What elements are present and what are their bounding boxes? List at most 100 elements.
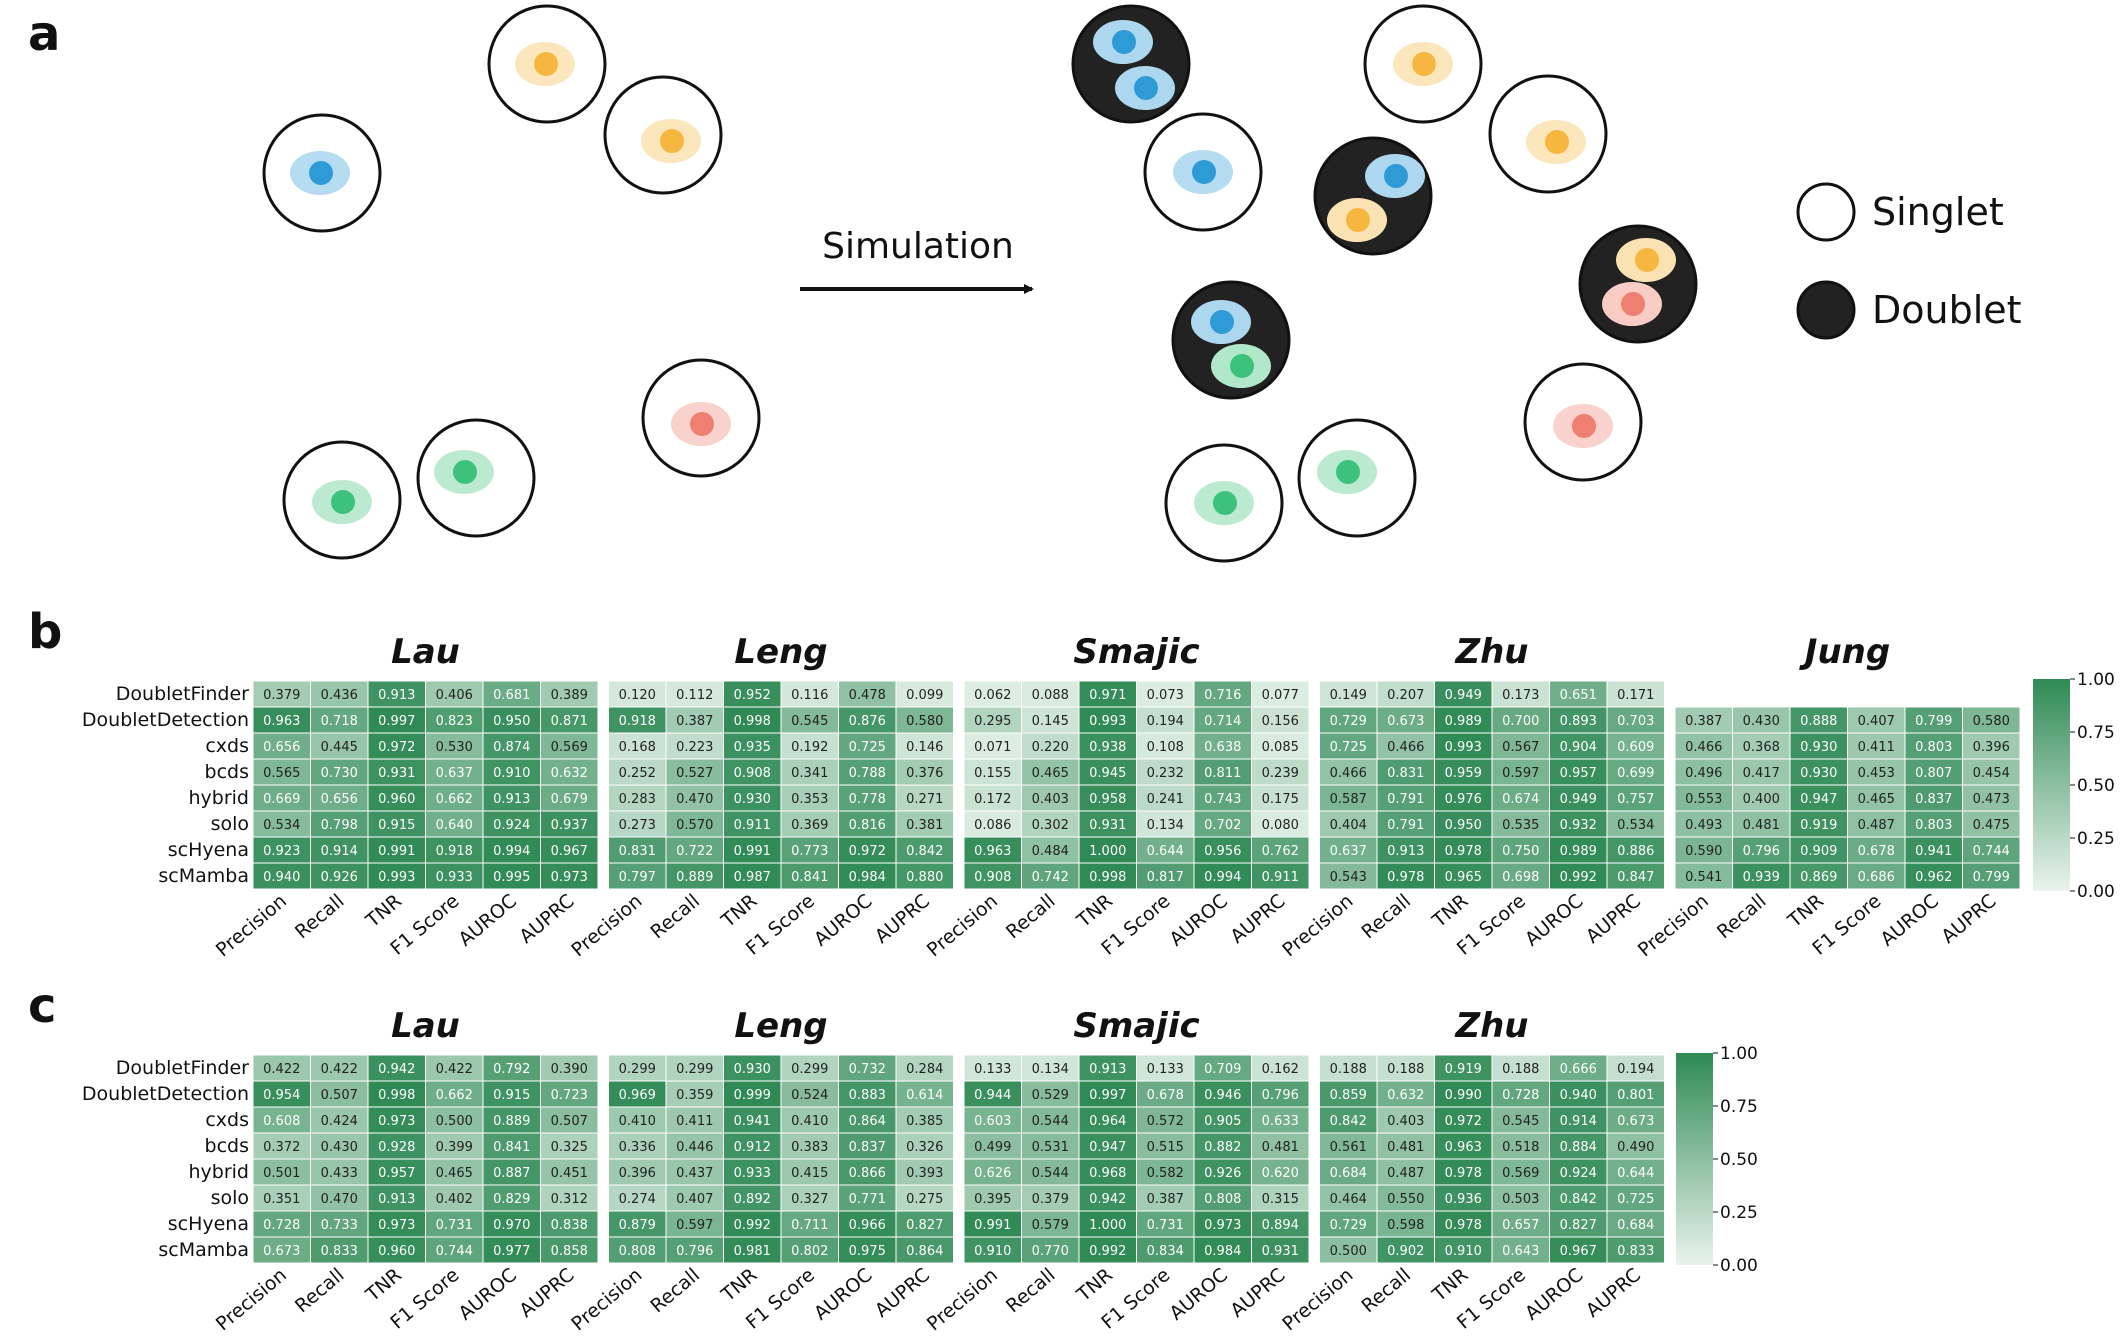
method-label: bcds: [205, 761, 249, 783]
heatmap-cell: [540, 1184, 599, 1212]
metric-label: TNR: [717, 1264, 762, 1307]
cell-value: 0.283: [619, 792, 656, 807]
cell-value: 0.445: [321, 740, 358, 755]
cell-value: 0.798: [321, 818, 358, 833]
cell-value: 0.709: [1204, 1062, 1241, 1077]
heatmap-cell: [1606, 706, 1665, 734]
metric-label: AUROC: [1521, 890, 1587, 951]
cell-value: 0.995: [493, 870, 530, 885]
cell-value: 0.088: [1032, 688, 1069, 703]
cell-value: 0.422: [436, 1062, 473, 1077]
heatmap-cell: [608, 1184, 667, 1212]
cell-value: 0.424: [321, 1114, 358, 1129]
heatmap-cell: [310, 1080, 369, 1108]
cell-value: 0.379: [263, 688, 300, 703]
cell-value: 0.866: [849, 1166, 886, 1181]
heatmap-cell: [1732, 758, 1791, 786]
cell-value: 0.188: [1387, 1062, 1424, 1077]
cell-value: 0.553: [1685, 792, 1722, 807]
cell-value: 0.422: [321, 1062, 358, 1077]
cell-value: 0.608: [263, 1114, 300, 1129]
simulation-label: Simulation: [822, 226, 1014, 267]
cell-red: [641, 358, 761, 478]
cell-value: 0.389: [551, 688, 588, 703]
heatmap-cell: [1962, 732, 2021, 760]
cell-value: 0.071: [974, 740, 1011, 755]
cell-value: 0.991: [734, 844, 771, 859]
colorbar-tick: 0.00: [1720, 1256, 1758, 1276]
heatmap-cell: [665, 1184, 724, 1212]
cell-value: 0.207: [1387, 688, 1424, 703]
heatmap-cell: [540, 1210, 599, 1238]
cell-value: 0.465: [1032, 766, 1069, 781]
cell-value: 0.770: [1032, 1244, 1069, 1259]
heatmap-cell: [1376, 836, 1435, 864]
heatmap-cell: [1549, 810, 1608, 838]
cell-value: 0.168: [619, 740, 656, 755]
heatmap-cell: [1491, 732, 1550, 760]
cell-value: 0.976: [1445, 792, 1482, 807]
cell-value: 0.232: [1147, 766, 1184, 781]
cell-value: 0.973: [378, 1114, 415, 1129]
heatmap-cell: [665, 784, 724, 812]
cell-value: 0.915: [493, 1088, 530, 1103]
heatmap-cell: [1491, 836, 1550, 864]
cell-value: 0.133: [1147, 1062, 1184, 1077]
cell-value: 0.188: [1330, 1062, 1367, 1077]
cell-value: 0.590: [1685, 844, 1722, 859]
heatmap-cell: [310, 784, 369, 812]
heatmap-cell: [367, 1106, 426, 1134]
cell-value: 0.757: [1617, 792, 1654, 807]
cell-value: 0.133: [974, 1062, 1011, 1077]
heatmap-cell: [1251, 1236, 1310, 1264]
cell-value: 0.299: [619, 1062, 656, 1077]
heatmap-cell: [482, 810, 541, 838]
method-label: bcds: [205, 1135, 249, 1157]
heatmap-cell: [1434, 862, 1493, 890]
doublet-blue-orange: [1313, 136, 1433, 256]
cell-value: 0.837: [1915, 792, 1952, 807]
cell-value: 0.914: [1560, 1114, 1597, 1129]
heatmap-cell: [723, 1184, 782, 1212]
cell-value: 0.834: [1147, 1244, 1184, 1259]
metric-label: AUPRC: [871, 890, 934, 948]
heatmap-cell: [1319, 1210, 1378, 1238]
cell-value: 0.939: [1743, 870, 1780, 885]
heatmap-cell: [963, 1054, 1022, 1082]
heatmap-cell: [1251, 1210, 1310, 1238]
cell-value: 0.937: [551, 818, 588, 833]
dataset-title: Lau: [391, 632, 460, 672]
heatmap-cell: [780, 1236, 839, 1264]
heatmap-cell: [367, 1236, 426, 1264]
colorbar-tick: 0.75: [1720, 1097, 1758, 1117]
heatmap-cell: [1376, 1236, 1435, 1264]
cell-value: 0.973: [551, 870, 588, 885]
heatmap-cell: [1021, 1236, 1080, 1264]
metric-label: AUROC: [454, 890, 520, 951]
cell-value: 0.108: [1147, 740, 1184, 755]
cell-value: 0.932: [1560, 818, 1597, 833]
heatmap-cell: [1904, 862, 1963, 890]
cell-value: 0.507: [321, 1088, 358, 1103]
heatmap-cell: [540, 836, 599, 864]
cell-value: 0.773: [791, 844, 828, 859]
metric-label: TNR: [1072, 890, 1117, 933]
cell-value: 0.913: [1387, 844, 1424, 859]
heatmap-cell: [665, 1080, 724, 1108]
cell-value: 0.116: [791, 688, 828, 703]
cell-value: 0.673: [1617, 1114, 1654, 1129]
cell-value: 0.410: [791, 1114, 828, 1129]
cell-value: 0.478: [849, 688, 886, 703]
cell-value: 0.302: [1032, 818, 1069, 833]
cell-value: 0.569: [1502, 1166, 1539, 1181]
cell-value: 0.369: [791, 818, 828, 833]
cell-value: 0.062: [974, 688, 1011, 703]
cell-value: 0.396: [619, 1166, 656, 1181]
cell-value: 0.967: [551, 844, 588, 859]
cell-value: 0.393: [906, 1166, 943, 1181]
cell-value: 0.993: [1089, 714, 1126, 729]
metric-label: AUPRC: [1226, 890, 1289, 948]
cell-value: 0.678: [1858, 844, 1895, 859]
metric-label: AUROC: [454, 1264, 520, 1325]
heatmap-cell: [963, 1210, 1022, 1238]
